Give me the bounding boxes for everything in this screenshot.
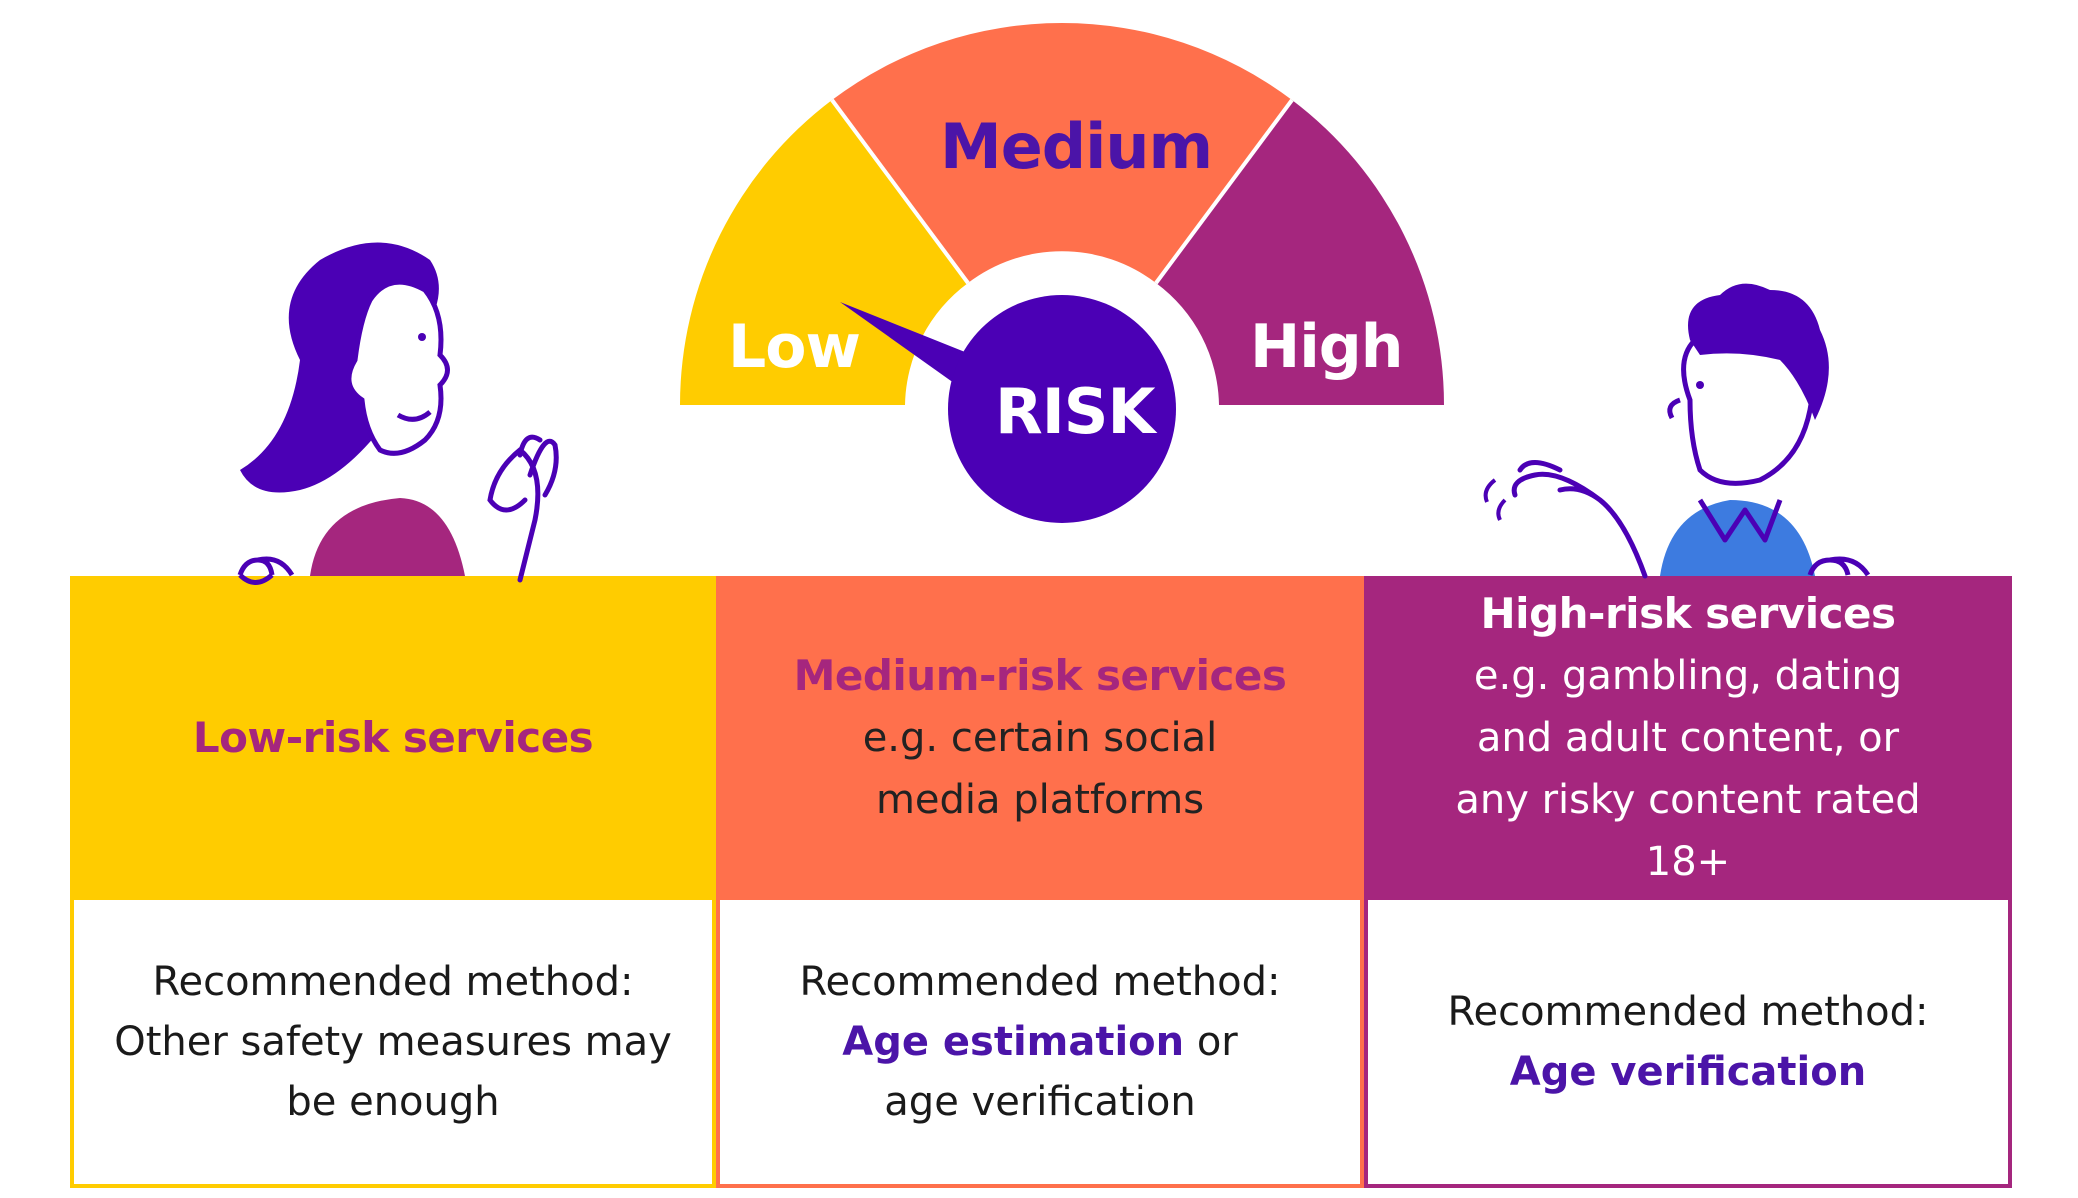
high-rec-label: Recommended method:: [1447, 989, 1929, 1035]
gauge-needle: [840, 302, 985, 398]
low-risk-title: Low-risk services: [192, 713, 594, 762]
medium-rec-label: Recommended method:: [799, 959, 1281, 1005]
medium-risk-description: e.g. certain social media platforms: [862, 715, 1218, 823]
column-medium-risk: Medium-risk services e.g. certain social…: [716, 576, 1364, 1188]
medium-rec-method-rest: or age verification: [884, 1019, 1238, 1125]
high-risk-description: e.g. gambling, dating and adult content,…: [1455, 653, 1921, 885]
low-risk-recommendation: Recommended method: Other safety measure…: [70, 900, 716, 1188]
gauge-label-medium: Medium: [940, 110, 1213, 183]
high-rec-method-bold: Age verification: [1509, 1049, 1867, 1095]
risk-center-circle: [948, 295, 1176, 523]
gauge-segment-medium: [832, 22, 1292, 283]
column-low-risk: Low-risk services Recommended method: Ot…: [70, 576, 716, 1188]
low-rec-label: Recommended method:: [152, 959, 634, 1005]
high-risk-recommendation: Recommended method: Age verification: [1364, 900, 2012, 1188]
gauge-label-low: Low: [728, 312, 861, 382]
gauge-label-risk: RISK: [995, 375, 1156, 448]
high-risk-title: High-risk services: [1480, 589, 1896, 638]
medium-risk-header: Medium-risk services e.g. certain social…: [716, 576, 1364, 900]
low-risk-header: Low-risk services: [70, 576, 716, 900]
medium-rec-method-bold: Age estimation: [842, 1019, 1185, 1065]
column-high-risk: High-risk services e.g. gambling, dating…: [1364, 576, 2012, 1188]
gauge-label-high: High: [1250, 312, 1403, 382]
low-rec-method: Other safety measures may be enough: [114, 1019, 672, 1125]
medium-risk-recommendation: Recommended method: Age estimation or ag…: [716, 900, 1364, 1188]
gauge-segment-high: [1156, 100, 1444, 405]
high-risk-header: High-risk services e.g. gambling, dating…: [1364, 576, 2012, 900]
medium-risk-title: Medium-risk services: [793, 651, 1287, 700]
risk-gauge: [680, 22, 1444, 523]
